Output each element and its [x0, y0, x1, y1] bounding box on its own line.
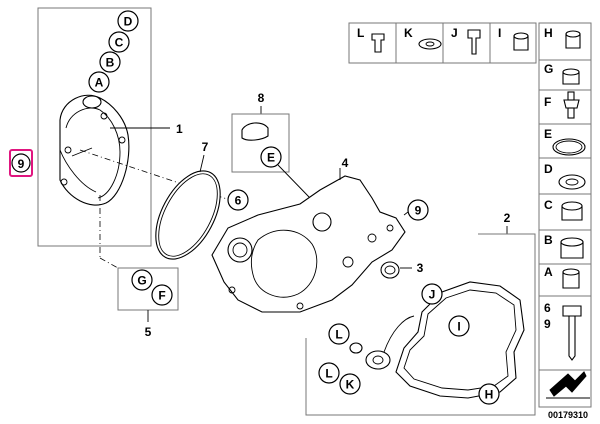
svg-text:D: D: [124, 15, 133, 29]
callout-C[interactable]: C: [108, 31, 130, 53]
svg-text:B: B: [106, 56, 115, 70]
ref-8[interactable]: 8: [258, 91, 265, 105]
cap-group: 8 E: [231, 91, 311, 199]
sidebar-item-D[interactable]: D: [544, 162, 586, 190]
svg-text:B: B: [544, 233, 553, 247]
svg-text:L: L: [335, 328, 342, 342]
ref-7[interactable]: 7: [202, 140, 209, 154]
svg-text:F: F: [158, 289, 165, 303]
svg-text:9: 9: [415, 204, 422, 218]
callout-K[interactable]: K: [339, 373, 361, 395]
diagram-number: 00179310: [548, 410, 588, 420]
callout-L-upper[interactable]: L: [328, 323, 350, 345]
svg-text:K: K: [404, 26, 413, 40]
callout-9-housing[interactable]: 9: [407, 199, 429, 221]
callout-F[interactable]: F: [151, 284, 173, 306]
svg-text:I: I: [457, 320, 460, 334]
svg-text:6: 6: [544, 301, 551, 315]
housing-group: 4: [211, 156, 406, 313]
svg-text:9: 9: [18, 157, 25, 171]
sidebar-item-A[interactable]: A: [544, 265, 580, 289]
svg-text:L: L: [357, 26, 364, 40]
selection-highlight: [9, 149, 33, 177]
svg-text:K: K: [346, 378, 355, 392]
svg-text:D: D: [544, 162, 553, 176]
o-ring-group: 7: [155, 140, 221, 260]
callout-B[interactable]: B: [99, 51, 121, 73]
sidebar-item-H[interactable]: H: [544, 26, 581, 49]
svg-text:H: H: [544, 26, 553, 40]
cover-group: D C B A 1: [37, 7, 183, 247]
callout-I[interactable]: I: [448, 315, 470, 337]
svg-text:F: F: [544, 95, 551, 109]
svg-text:L: L: [325, 367, 332, 381]
svg-text:J: J: [429, 288, 436, 302]
cover-detail-box: [37, 7, 152, 247]
svg-text:G: G: [137, 274, 146, 288]
cap-detail-box: [231, 113, 290, 173]
cap-drawing: [241, 122, 269, 141]
svg-text:A: A: [95, 76, 104, 90]
cover-drawing: [59, 94, 130, 206]
sidebar-item-screw-6-9[interactable]: 6 9: [544, 301, 582, 361]
sidebar-item-E[interactable]: E: [544, 127, 586, 156]
svg-text:A: A: [544, 265, 553, 279]
callout-D[interactable]: D: [117, 10, 139, 32]
sidebar-right: H G F E D C B: [538, 22, 592, 408]
svg-text:H: H: [485, 388, 494, 402]
ref-3[interactable]: 3: [417, 261, 424, 275]
callout-6[interactable]: 6: [227, 189, 249, 211]
svg-text:J: J: [451, 26, 458, 40]
sidebar-item-G[interactable]: G: [544, 62, 580, 85]
sidebar-item-B[interactable]: B: [544, 233, 584, 259]
arrow-icon: [546, 371, 590, 399]
callout-J[interactable]: J: [421, 283, 443, 305]
ref-4[interactable]: 4: [342, 156, 349, 170]
svg-text:I: I: [498, 26, 501, 40]
sidebar-item-C[interactable]: C: [544, 198, 583, 221]
svg-text:C: C: [544, 198, 553, 212]
svg-text:6: 6: [235, 194, 242, 208]
callout-A[interactable]: A: [88, 71, 110, 93]
gasket-drawing: [395, 281, 525, 399]
callout-9-highlighted[interactable]: 9: [9, 149, 33, 177]
bag-gf-group: G F 5: [117, 267, 179, 339]
o-ring-drawing: [155, 170, 221, 260]
svg-text:C: C: [115, 36, 124, 50]
sidebar-item-I[interactable]: I: [498, 26, 529, 51]
callout-L-lower[interactable]: L: [318, 362, 340, 384]
sidebar-item-J[interactable]: J: [451, 26, 481, 55]
ref-2[interactable]: 2: [504, 211, 511, 225]
callout-G[interactable]: G: [131, 269, 153, 291]
seal-drawing: [380, 261, 400, 279]
callout-E-cap[interactable]: E: [260, 146, 282, 168]
ref-5[interactable]: 5: [145, 325, 152, 339]
ref-1[interactable]: 1: [176, 122, 183, 136]
svg-text:G: G: [544, 62, 553, 76]
sidebar-item-K[interactable]: K: [404, 26, 442, 50]
seal-group: 3: [380, 261, 424, 279]
sidebar-item-L[interactable]: L: [357, 26, 385, 53]
sidebar-item-F[interactable]: F: [544, 91, 580, 119]
gasket-group: 2 J I H L L K: [305, 211, 536, 416]
svg-text:9: 9: [544, 317, 551, 331]
housing-drawing: [211, 175, 406, 313]
svg-text:E: E: [544, 127, 552, 141]
callout-H[interactable]: H: [478, 383, 500, 405]
sidebar-top: L K J I: [348, 22, 537, 64]
svg-text:E: E: [267, 151, 275, 165]
